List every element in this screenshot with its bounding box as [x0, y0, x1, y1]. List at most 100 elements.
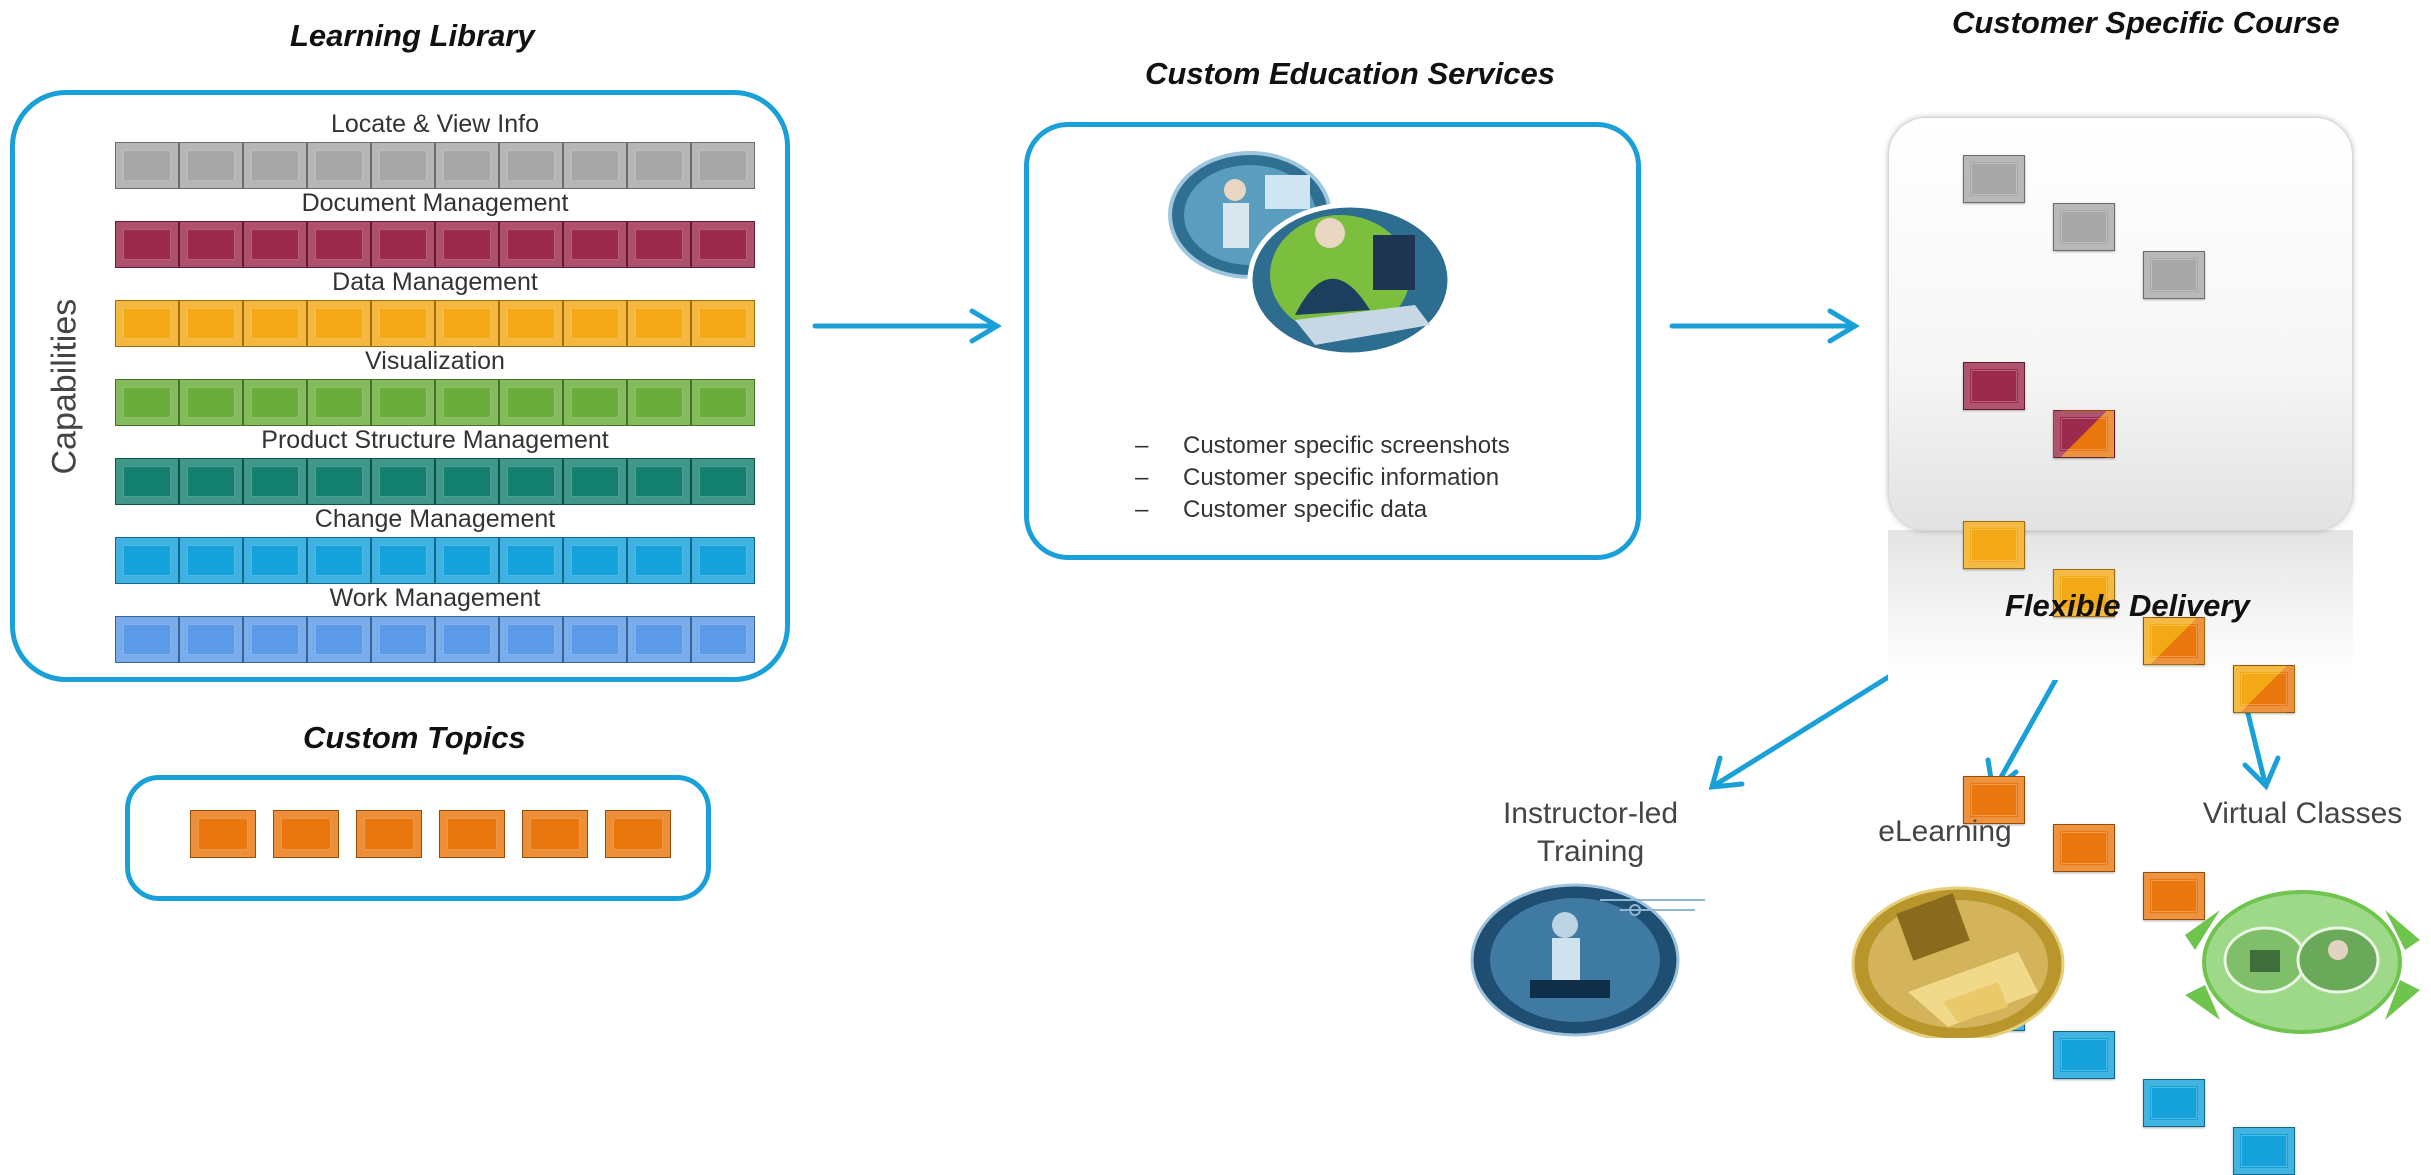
- course-topic-tile: [2143, 1079, 2205, 1127]
- capability-tile: [499, 379, 563, 426]
- delivery-elearning-label: eLearning: [1878, 815, 2012, 848]
- capability-tile: [243, 616, 307, 663]
- capability-tile: [371, 616, 435, 663]
- arrow-services-to-course: [1669, 308, 1860, 344]
- capability-label: Change Management: [314, 505, 556, 533]
- bullet-marker: –: [1135, 496, 1149, 523]
- bullet-text: Customer specific screenshots: [1183, 432, 1510, 459]
- capability-tile: [563, 379, 627, 426]
- capability-tile: [371, 300, 435, 347]
- custom-topic-tile: [356, 810, 422, 858]
- capability-tile: [691, 458, 755, 505]
- capability-label: Product Structure Management: [261, 426, 609, 454]
- capability-tile: [243, 379, 307, 426]
- capability-label: Work Management: [329, 584, 541, 612]
- capability-tile: [115, 458, 179, 505]
- bullet-marker: –: [1135, 432, 1149, 459]
- elearning-illustration: [1851, 886, 2065, 1038]
- delivery-instructor-led-label: Instructor-led Training: [1502, 797, 1679, 868]
- learning-library-title: Learning Library: [290, 18, 535, 53]
- custom-topic-tiles: [190, 810, 671, 858]
- course-topic-tile: [1963, 362, 2025, 410]
- custom-topics-title: Custom Topics: [303, 720, 526, 755]
- custom-education-bullet: –Customer specific data: [1135, 494, 1510, 526]
- custom-topic-tile: [522, 810, 588, 858]
- capability-tile: [371, 379, 435, 426]
- custom-topic-tile: [439, 810, 505, 858]
- capability-tile: [307, 616, 371, 663]
- bullet-marker: –: [1135, 464, 1149, 491]
- capability-tile: [563, 221, 627, 268]
- customer-course-panel: [1888, 117, 2353, 531]
- capability-tile: [243, 221, 307, 268]
- capability-tile: [691, 221, 755, 268]
- custom-topic-tile: [190, 810, 256, 858]
- capability-tile: [563, 458, 627, 505]
- capability-tile: [499, 458, 563, 505]
- capability-tile: [179, 221, 243, 268]
- bullet-text: Customer specific information: [1183, 464, 1500, 491]
- capability-tile: [627, 458, 691, 505]
- capability-tile: [499, 300, 563, 347]
- capability-tile: [243, 142, 307, 189]
- capability-tile: [371, 537, 435, 584]
- capability-label: Document Management: [301, 189, 569, 217]
- capability-tile: [371, 142, 435, 189]
- custom-education-bullets: –Customer specific screenshots–Customer …: [1135, 430, 1510, 526]
- capability-tile: [115, 537, 179, 584]
- capability-tile: [627, 221, 691, 268]
- capability-tile: [691, 537, 755, 584]
- capability-tile: [435, 142, 499, 189]
- capability-tile: [627, 616, 691, 663]
- course-topic-tile: [1963, 776, 2025, 824]
- capability-tile: [371, 458, 435, 505]
- capability-tile-row: [115, 379, 755, 426]
- customer-course-title: Customer Specific Course: [1952, 5, 2340, 40]
- arrow-library-to-services: [812, 308, 1002, 344]
- capability-tile: [243, 537, 307, 584]
- capability-tile: [179, 300, 243, 347]
- capability-tile: [627, 142, 691, 189]
- instructor-led-illustration: [1470, 883, 1705, 1037]
- capability-tile: [563, 300, 627, 347]
- flexible-delivery-title: Flexible Delivery: [2005, 588, 2250, 623]
- capability-tile: [243, 300, 307, 347]
- capability-tile: [499, 537, 563, 584]
- capability-tile-row: [115, 537, 755, 584]
- training-people-illustration: [1168, 151, 1453, 358]
- delivery-virtual-classes-label: Virtual Classes: [2202, 797, 2403, 830]
- capability-tile: [307, 379, 371, 426]
- capability-tile: [563, 616, 627, 663]
- capability-tile: [307, 300, 371, 347]
- capability-tile: [115, 616, 179, 663]
- capability-tile: [499, 616, 563, 663]
- capability-tile: [179, 616, 243, 663]
- capability-tile: [435, 537, 499, 584]
- capability-tile: [691, 142, 755, 189]
- course-topic-tile: [2233, 665, 2295, 713]
- capability-tile: [115, 300, 179, 347]
- capability-tile-row: [115, 221, 755, 268]
- capability-label: Data Management: [332, 268, 538, 296]
- course-topic-tile: [2053, 203, 2115, 251]
- capability-tile: [435, 379, 499, 426]
- capability-tile: [499, 221, 563, 268]
- course-topic-tile: [2053, 410, 2115, 458]
- course-topic-tile: [2053, 824, 2115, 872]
- capability-label: Locate & View Info: [330, 110, 539, 138]
- capability-tile: [307, 221, 371, 268]
- course-topic-tile: [2053, 1031, 2115, 1079]
- capability-tile-row: [115, 300, 755, 347]
- capability-tile-row: [115, 616, 755, 663]
- capability-tile: [371, 221, 435, 268]
- capability-tile: [563, 537, 627, 584]
- capability-tile: [435, 616, 499, 663]
- capability-label: Visualization: [365, 347, 505, 375]
- capability-tile: [691, 300, 755, 347]
- capability-tile: [179, 142, 243, 189]
- capability-tile: [627, 379, 691, 426]
- capability-tile: [435, 221, 499, 268]
- custom-education-title: Custom Education Services: [1145, 56, 1556, 91]
- course-topic-tile: [2233, 1127, 2295, 1175]
- capability-tile-row: [115, 458, 755, 505]
